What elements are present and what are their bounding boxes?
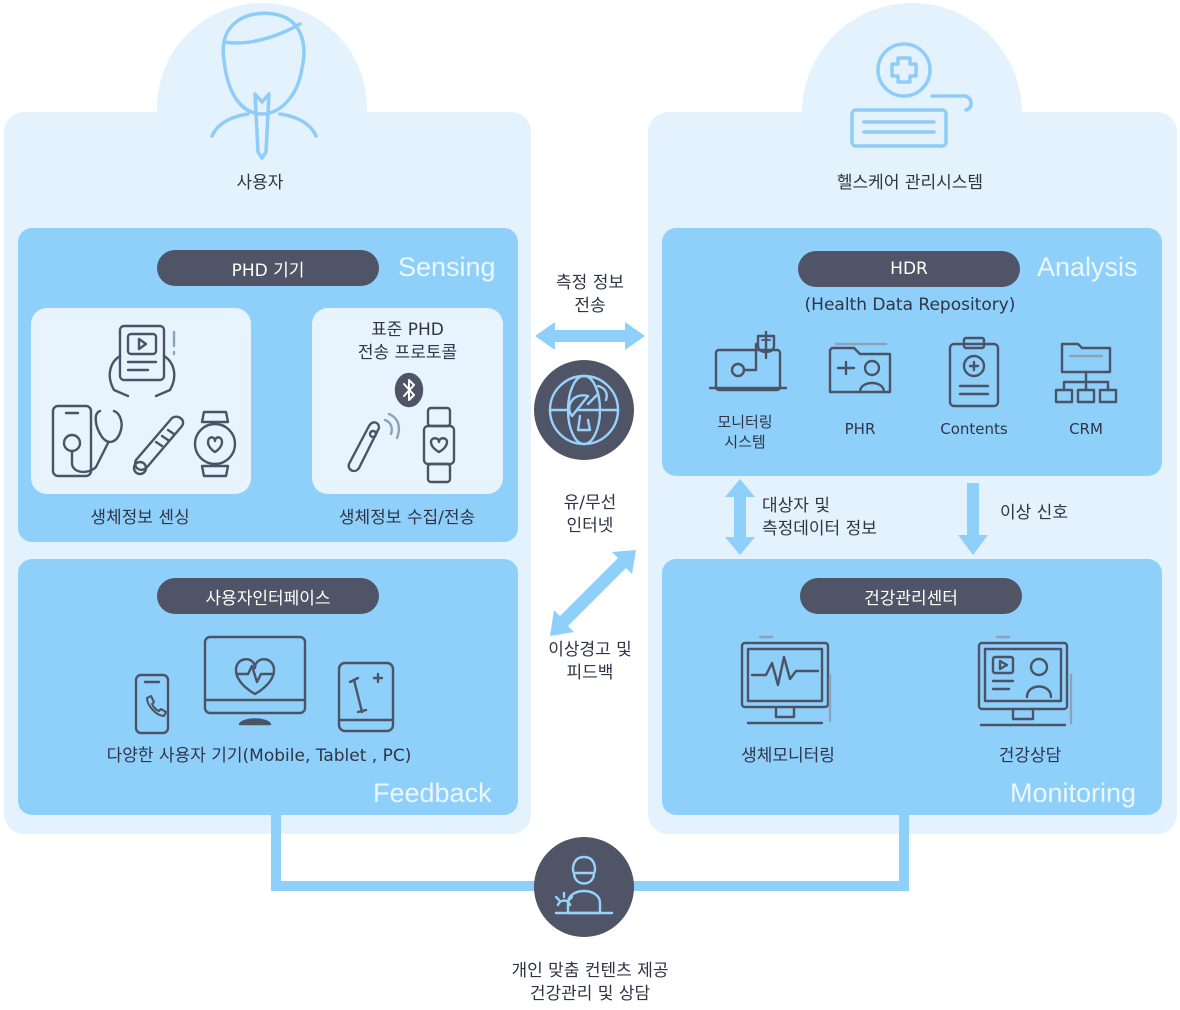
- network-label: 유/무선 인터넷: [563, 493, 617, 536]
- analysis-tag: Analysis: [1037, 252, 1138, 282]
- smartwatch-icon: [193, 410, 237, 478]
- phone-stethoscope-icon: [51, 404, 123, 478]
- desktop-heart-icon: [203, 635, 307, 726]
- devices-label: 다양한 사용자 기기(Mobile, Tablet , PC): [106, 746, 412, 766]
- health-center-pill: 건강관리센터: [800, 578, 1022, 614]
- tablet-video-icon: [108, 324, 176, 398]
- hdr-subtitle: (Health Data Repository): [804, 295, 1016, 315]
- bottom-connector: [271, 812, 909, 891]
- phd-device-pill: PHD 기기: [157, 250, 379, 286]
- personal-care-caption: 개인 맞춤 컨텐츠 제공 건강관리 및 상담: [511, 961, 669, 1004]
- clipboard-icon: [948, 336, 1000, 408]
- video-consult-icon: [977, 635, 1073, 727]
- sensor-stick-icon: [347, 412, 401, 473]
- healthcare-panel-head: [802, 3, 1022, 213]
- biometric-transfer-label: 생체정보 수집/전송: [338, 508, 476, 528]
- hdr-pill: HDR: [798, 251, 1020, 287]
- biometric-sensing-label: 생체정보 센싱: [90, 508, 190, 528]
- org-chart-icon: [1054, 342, 1118, 404]
- tablet-medical-icon: [337, 661, 395, 733]
- thermometer-icon: [132, 415, 185, 476]
- analysis-item-2-label: Contents: [940, 420, 1008, 438]
- bluetooth-icon: [394, 372, 424, 408]
- analysis-item-0-label: 모니터링 시스템: [717, 413, 773, 451]
- monitoring-item-0-label: 생체모니터링: [741, 746, 835, 766]
- personal-care-badge: [534, 837, 634, 937]
- feedback-tag: Feedback: [373, 778, 492, 808]
- phd-protocol-title: 표준 PHD 전송 프로토콜: [357, 320, 458, 363]
- wearable-band-icon: [422, 406, 456, 484]
- monitoring-item-1-label: 건강상담: [998, 746, 1062, 766]
- mobile-phone-icon: [134, 673, 170, 735]
- user-icon: [210, 11, 318, 160]
- healthcare-title: 헬스케어 관리시스템: [836, 173, 984, 193]
- monitor-medical-icon: [708, 330, 788, 392]
- consultant-icon: [554, 855, 614, 915]
- user-title: 사용자: [236, 173, 284, 193]
- monitoring-tag: Monitoring: [1010, 778, 1137, 808]
- health-record-folder-icon: [828, 342, 892, 394]
- measure-transfer-label: 측정 정보 전송: [556, 273, 624, 316]
- alert-feedback-arrow: [550, 550, 636, 636]
- sensing-tag: Sensing: [398, 252, 496, 282]
- subject-data-label: 대상자 및 측정데이터 정보: [762, 496, 877, 539]
- measure-transfer-arrow: [535, 322, 645, 350]
- analysis-item-3-label: CRM: [1069, 420, 1103, 438]
- user-interface-pill: 사용자인터페이스: [157, 578, 379, 614]
- vital-monitor-icon: [740, 635, 832, 725]
- subject-data-arrow: [725, 479, 755, 555]
- anomaly-signal-arrow: [958, 483, 988, 555]
- analysis-item-1-label: PHR: [844, 420, 876, 438]
- medical-computer-icon: [850, 42, 973, 148]
- satellite-globe-icon: [548, 374, 620, 446]
- anomaly-signal-label: 이상 신호: [1000, 503, 1068, 523]
- alert-feedback-label: 이상경고 및 피드백: [548, 640, 632, 683]
